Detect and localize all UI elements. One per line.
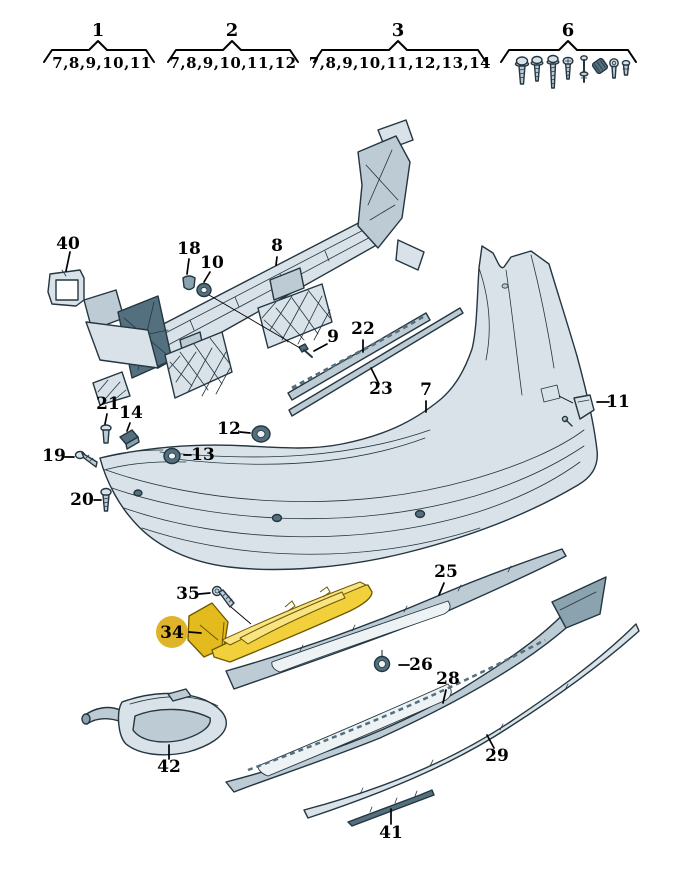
legend-contents-1: 7,8,9,10,11 — [52, 54, 151, 72]
clip-18-art — [182, 275, 196, 291]
strip-29-art — [303, 623, 640, 819]
trim-28-art — [225, 576, 607, 793]
part-label-23[interactable]: 23 — [369, 379, 393, 399]
part-label-29[interactable]: 29 — [485, 746, 509, 766]
bracket-40-art — [47, 269, 85, 307]
part-label-22[interactable]: 22 — [351, 319, 375, 339]
part-label-35[interactable]: 35 — [176, 584, 200, 604]
part-label-20[interactable]: 20 — [70, 490, 94, 510]
part-label-14[interactable]: 14 — [119, 403, 143, 423]
legend-row: 1 7,8,9,10,11 2 7,8,9,10,11,12 3 7,8,9,1… — [43, 20, 637, 89]
exhaust-trim-42-art — [81, 688, 227, 756]
part-label-41[interactable]: 41 — [379, 823, 403, 843]
bumper-cover-art — [99, 245, 599, 571]
legend-group-2: 2 7,8,9,10,11,12 — [167, 20, 299, 72]
diffuser-25-art — [225, 548, 567, 690]
part-label-40[interactable]: 40 — [56, 234, 80, 254]
part-label-28[interactable]: 28 — [436, 669, 460, 689]
clip-nut-icon — [591, 57, 609, 75]
part-label-7[interactable]: 7 — [420, 380, 432, 400]
screw-19-art — [74, 450, 98, 468]
bolt-icon-3 — [546, 54, 560, 89]
leader-lines — [64, 251, 610, 825]
part-labels: 40 18 10 8 9 22 23 7 11 21 14 12 13 19 2… — [42, 234, 630, 843]
screw-20-art — [100, 487, 112, 512]
legend-number-2[interactable]: 2 — [226, 20, 239, 41]
part-label-25[interactable]: 25 — [434, 562, 458, 582]
strip-41-art — [347, 789, 435, 827]
legend-number-6[interactable]: 6 — [562, 20, 575, 41]
part-label-8[interactable]: 8 — [271, 236, 283, 256]
legend-contents-3: 7,8,9,10,11,12,13,14 — [309, 54, 491, 72]
part-label-42[interactable]: 42 — [157, 757, 181, 777]
part-label-21[interactable]: 21 — [96, 394, 120, 414]
legend-number-3[interactable]: 3 — [392, 20, 405, 41]
bolt-icon-1 — [514, 56, 530, 85]
part-label-13[interactable]: 13 — [191, 445, 215, 465]
pin-icon — [579, 55, 589, 83]
part-label-12[interactable]: 12 — [217, 419, 241, 439]
bolt-icon-4 — [562, 56, 574, 80]
bolt-icon-2 — [530, 55, 544, 82]
legend-contents-2: 7,8,9,10,11,12 — [169, 54, 296, 72]
highlight-badge-34[interactable]: 34 — [156, 616, 188, 648]
rivet-icon — [621, 59, 631, 76]
part-label-10[interactable]: 10 — [200, 253, 224, 273]
strip-23-art — [288, 307, 464, 417]
legend-number-1[interactable]: 1 — [92, 20, 105, 41]
pin-21-art — [100, 424, 112, 444]
screw-9-art — [298, 343, 313, 358]
part-label-26[interactable]: 26 — [409, 655, 433, 675]
legend-group-1: 1 7,8,9,10,11 — [43, 20, 155, 72]
part-label-19[interactable]: 19 — [42, 446, 66, 466]
tow-cap-11-art — [558, 394, 595, 427]
part-label-18[interactable]: 18 — [177, 239, 201, 259]
grommet-13-art — [163, 447, 181, 465]
legend-group-6: 6 — [500, 20, 637, 89]
clip-26-art — [373, 650, 391, 673]
part-label-11[interactable]: 11 — [606, 392, 630, 412]
grommet-10-art — [196, 282, 212, 298]
screw-35-art — [211, 585, 235, 608]
headlight-washer-bracket-34-art — [187, 581, 373, 663]
grommet-12-art — [251, 425, 271, 443]
bumper-carrier-art — [83, 119, 425, 406]
legend-group-3: 3 7,8,9,10,11,12,13,14 — [309, 20, 491, 72]
fastener-icons — [514, 54, 631, 89]
screw-icon-small — [609, 58, 619, 79]
part-label-34[interactable]: 34 — [160, 623, 184, 643]
part-label-9[interactable]: 9 — [327, 327, 339, 347]
clip-14-art — [119, 429, 140, 450]
